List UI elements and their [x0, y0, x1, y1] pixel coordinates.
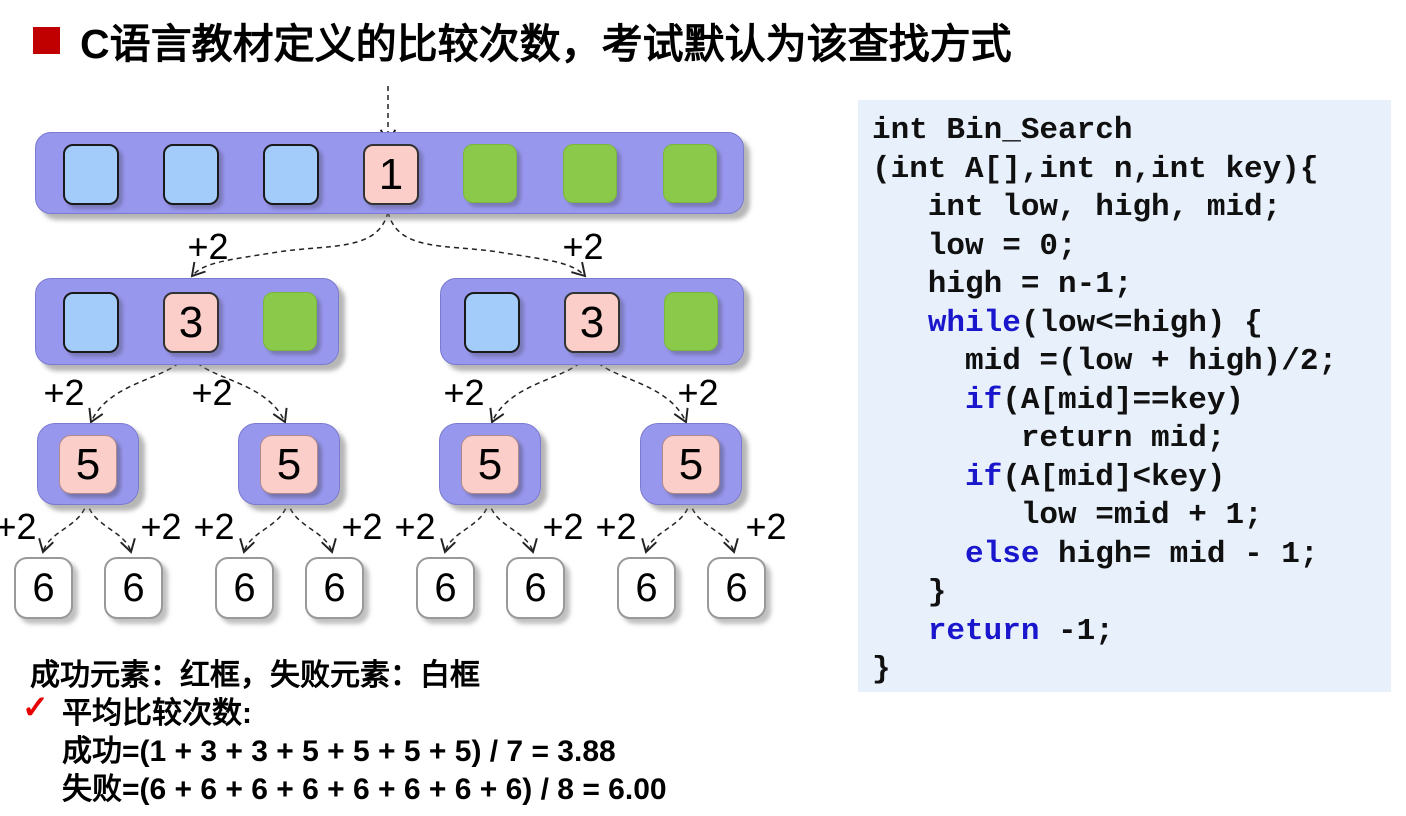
fail-average-line: 失败=(6 + 6 + 6 + 6 + 6 + 6 + 6 + 6) / 8 =… [62, 773, 667, 806]
array-cell-green [463, 144, 517, 203]
compare-node-3: 3 [564, 292, 620, 353]
array-bar-level1-left: 3 [35, 278, 339, 365]
fail-node-6: 6 [14, 557, 73, 619]
plus2-label: +2 [193, 506, 235, 547]
average-title: 平均比较次数: [62, 697, 252, 730]
array-cell-blue [163, 144, 219, 205]
code-block: int Bin_Search(int A[],int n,int key){ i… [858, 100, 1391, 692]
compare-node-5: 5 [260, 435, 318, 494]
fail-node-6: 6 [215, 557, 274, 619]
compare-node-3: 3 [163, 292, 219, 353]
check-icon: ✓ [22, 689, 49, 725]
title-bullet-icon [33, 26, 60, 54]
array-bar-level1-right: 3 [440, 278, 744, 365]
fail-node-6: 6 [617, 557, 676, 619]
array-cell-green [263, 292, 317, 351]
page-title-row: C语言教材定义的比较次数，考试默认为该查找方式 [33, 10, 1012, 70]
plus2-label: +2 [745, 506, 787, 547]
plus2-label: +2 [43, 372, 85, 413]
plus2-label: +2 [542, 506, 584, 547]
plus2-label: +2 [187, 226, 229, 267]
array-cell-green [563, 144, 617, 203]
array-bar-level2: 5 [37, 423, 139, 505]
array-cell-blue [63, 292, 119, 353]
fail-node-6: 6 [305, 557, 364, 619]
success-average-line: 成功=(1 + 3 + 3 + 5 + 5 + 5 + 5) / 7 = 3.8… [62, 735, 616, 768]
plus2-label: +2 [394, 506, 436, 547]
array-cell-blue [464, 292, 520, 353]
array-bar-level2: 5 [640, 423, 742, 505]
compare-node-5: 5 [662, 435, 720, 494]
fail-node-6: 6 [506, 557, 565, 619]
array-bar-level0: 1 [35, 132, 744, 214]
compare-node-5: 5 [59, 435, 117, 494]
fail-node-6: 6 [707, 557, 766, 619]
plus2-label: +2 [341, 506, 383, 547]
plus2-label: +2 [562, 226, 604, 267]
plus2-label: +2 [140, 506, 182, 547]
plus2-label: +2 [191, 372, 233, 413]
array-cell-green [664, 292, 718, 351]
compare-node-1: 1 [363, 144, 419, 205]
array-cell-blue [263, 144, 319, 205]
array-cell-blue [63, 144, 119, 205]
compare-node-5: 5 [461, 435, 519, 494]
array-cell-green [663, 144, 717, 203]
legend-text: 成功元素：红框，失败元素：白框 [30, 659, 480, 692]
fail-node-6: 6 [416, 557, 475, 619]
plus2-label: +2 [677, 372, 719, 413]
binary-search-tree-diagram: 1 3 3 5 5 5 5 6 6 6 [0, 0, 830, 660]
page-title: C语言教材定义的比较次数，考试默认为该查找方式 [80, 21, 1012, 67]
array-bar-level2: 5 [439, 423, 541, 505]
array-bar-level2: 5 [238, 423, 340, 505]
plus2-label: +2 [0, 506, 37, 547]
fail-node-6: 6 [104, 557, 163, 619]
plus2-label: +2 [443, 372, 485, 413]
plus2-label: +2 [595, 506, 637, 547]
